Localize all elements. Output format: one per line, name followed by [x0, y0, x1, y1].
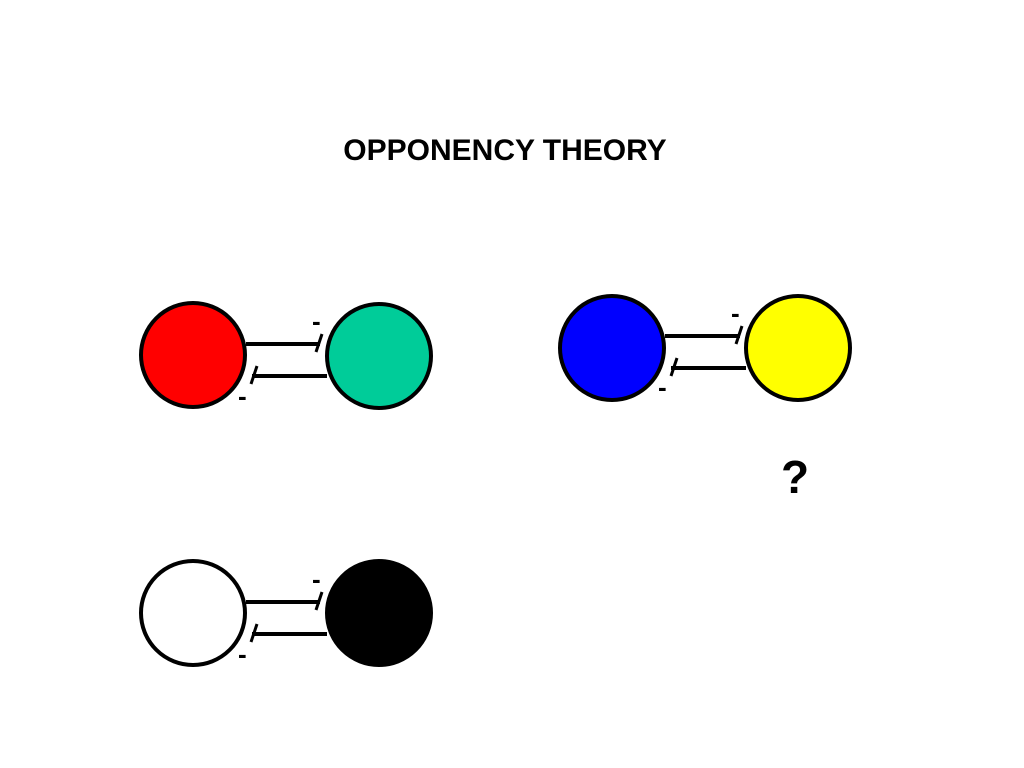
question-mark: ? [781, 451, 810, 503]
white-circle [139, 559, 247, 667]
pair-white-black: - - [139, 559, 433, 669]
pair-red-green: - - [139, 301, 433, 411]
top-minus-sign: - [731, 298, 740, 328]
inhibition-bar-left [249, 365, 259, 385]
top-minus-sign: - [312, 306, 321, 336]
yellow-circle [744, 294, 852, 402]
green-circle [325, 302, 433, 410]
red-circle [139, 301, 247, 409]
top-minus-sign: - [312, 564, 321, 594]
inhibition-bar-left [669, 357, 679, 377]
bottom-minus-sign: - [238, 639, 247, 669]
black-circle [325, 559, 433, 667]
blue-circle [558, 294, 666, 402]
pair-blue-yellow: - - [558, 294, 852, 402]
bottom-minus-sign: - [238, 381, 247, 411]
bottom-minus-sign: - [658, 372, 667, 402]
inhibition-bar-left [249, 623, 259, 643]
page-title: OPPONENCY THEORY [343, 134, 667, 167]
inhibition-bar-right [314, 591, 324, 611]
inhibition-bar-right [314, 333, 324, 353]
inhibition-bar-right [734, 325, 744, 345]
